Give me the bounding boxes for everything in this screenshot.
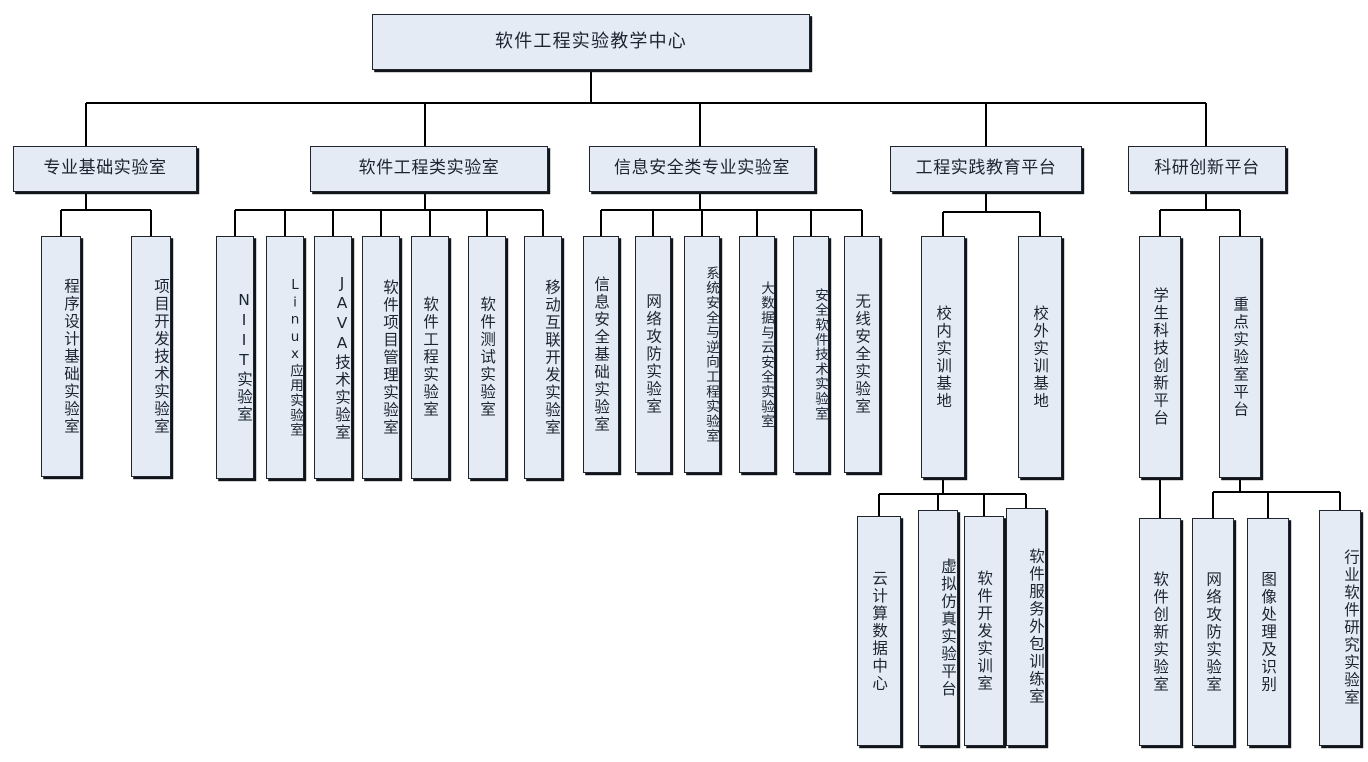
- node-g2-child-6[interactable]: 软件测试实验室: [468, 236, 506, 479]
- node-label: 云计算数据中心: [870, 569, 889, 693]
- node-label: 软件开发实训室: [975, 569, 994, 693]
- node-g4-c1-child-2[interactable]: 虚拟仿真实验平台: [918, 510, 958, 746]
- node-group-4[interactable]: 工程实践教育平台: [890, 146, 1082, 192]
- node-group-5[interactable]: 科研创新平台: [1128, 146, 1286, 192]
- node-root[interactable]: 软件工程实验教学中心: [372, 14, 810, 70]
- node-group-3[interactable]: 信息安全类专业实验室: [589, 146, 815, 192]
- node-label: 校外实训基地: [1031, 304, 1050, 410]
- node-group-2[interactable]: 软件工程类实验室: [310, 146, 548, 192]
- node-label: 网络攻防实验室: [1204, 570, 1223, 694]
- node-g2-child-2[interactable]: Linux应用实验室: [266, 236, 304, 479]
- node-g2-child-4[interactable]: 软件项目管理实验室: [362, 236, 400, 479]
- node-label: 软件测试实验室: [478, 296, 497, 419]
- node-label: 软件工程类实验室: [358, 158, 500, 179]
- node-label: 软件服务外包训练室: [1027, 548, 1045, 706]
- node-label: 专业基础实验室: [43, 158, 167, 179]
- node-g2-child-3[interactable]: JAVA技术实验室: [314, 236, 352, 479]
- node-group-1[interactable]: 专业基础实验室: [13, 146, 197, 192]
- node-g3-child-6[interactable]: 无线安全实验室: [844, 236, 880, 473]
- node-label: 软件项目管理实验室: [381, 278, 399, 437]
- node-label: 软件工程实验室: [421, 296, 440, 419]
- node-label: 虚拟仿真实验平台: [939, 558, 957, 698]
- node-label: 安全软件技术实验室: [812, 287, 828, 422]
- node-g4-c1-child-1[interactable]: 云计算数据中心: [857, 516, 901, 746]
- node-label: Linux应用实验室: [287, 277, 303, 438]
- node-label: 大数据与云安全实验室: [758, 280, 774, 429]
- node-label: 软件工程实验教学中心: [495, 30, 687, 52]
- node-g3-child-3[interactable]: 系统安全与逆向工程实验室: [684, 236, 720, 473]
- node-label: 无线安全实验室: [853, 293, 872, 416]
- node-g3-child-2[interactable]: 网络攻防实验室: [635, 236, 671, 473]
- node-label: 图像处理及识别: [1259, 570, 1278, 694]
- node-g5-child-1[interactable]: 学生科技创新平台: [1139, 236, 1181, 478]
- node-g5-c1-child-1[interactable]: 软件创新实验室: [1139, 518, 1181, 746]
- node-g3-child-1[interactable]: 信息安全基础实验室: [583, 236, 619, 473]
- node-label: 信息安全类专业实验室: [614, 158, 790, 179]
- node-label: 学生科技创新平台: [1151, 287, 1170, 427]
- node-g5-child-2[interactable]: 重点实验室平台: [1219, 236, 1261, 478]
- node-g3-child-5[interactable]: 安全软件技术实验室: [793, 236, 829, 473]
- node-label: 系统安全与逆向工程实验室: [703, 265, 719, 444]
- node-g5-c2-child-1[interactable]: 网络攻防实验室: [1192, 518, 1234, 746]
- node-label: 软件创新实验室: [1151, 570, 1170, 694]
- node-g4-child-1[interactable]: 校内实训基地: [921, 236, 965, 478]
- node-label: 工程实践教育平台: [915, 158, 1057, 179]
- node-label: JAVA技术实验室: [333, 273, 351, 442]
- node-g3-child-4[interactable]: 大数据与云安全实验室: [739, 236, 775, 473]
- node-label: NIIT实验室: [235, 291, 253, 424]
- node-g2-child-7[interactable]: 移动互联开发实验室: [524, 236, 562, 479]
- node-g4-child-2[interactable]: 校外实训基地: [1018, 236, 1062, 478]
- node-label: 重点实验室平台: [1231, 295, 1250, 419]
- node-label: 项目开发技术实验室: [152, 277, 170, 436]
- node-g2-child-5[interactable]: 软件工程实验室: [411, 236, 449, 479]
- node-g1-child-1[interactable]: 程序设计基础实验室: [41, 236, 81, 477]
- node-label: 程序设计基础实验室: [62, 277, 80, 436]
- node-label: 校内实训基地: [934, 304, 953, 410]
- node-label: 网络攻防实验室: [644, 293, 663, 416]
- node-g4-c1-child-4[interactable]: 软件服务外包训练室: [1006, 508, 1046, 746]
- node-g5-c2-child-3[interactable]: 行业软件研究实验室: [1319, 510, 1361, 746]
- node-label: 行业软件研究实验室: [1342, 549, 1360, 707]
- node-g5-c2-child-2[interactable]: 图像处理及识别: [1247, 518, 1289, 746]
- node-g1-child-2[interactable]: 项目开发技术实验室: [131, 236, 171, 477]
- node-g2-child-1[interactable]: NIIT实验室: [216, 236, 254, 479]
- node-label: 移动互联开发实验室: [543, 278, 561, 437]
- node-g4-c1-child-3[interactable]: 软件开发实训室: [964, 516, 1004, 746]
- node-label: 信息安全基础实验室: [592, 275, 611, 434]
- node-label: 科研创新平台: [1154, 158, 1260, 179]
